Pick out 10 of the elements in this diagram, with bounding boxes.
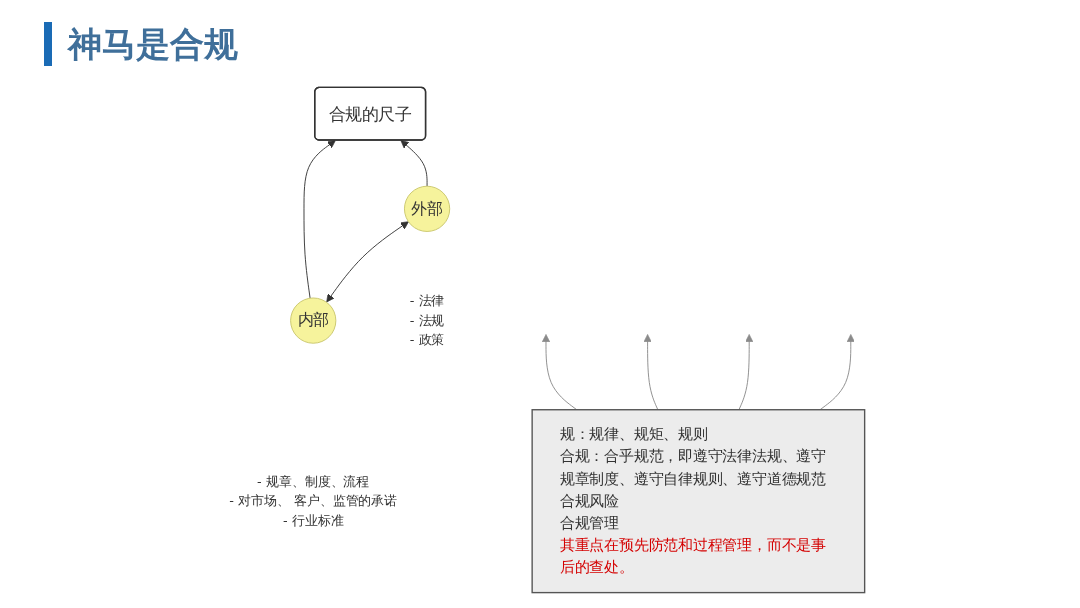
node-label: - 法律	[409, 293, 445, 309]
slide-title: 神马是合规	[44, 22, 238, 66]
node-box: 规：规律、规矩、规则 合规：合乎规范，即遵守法律法规、遵守规章制度、遵守自律规则、遵守道德规范 合规风险 合规管理 其重点在预先防范和过程管理，而不是事后的查处。	[531, 409, 866, 594]
node-circle: 外部	[404, 185, 451, 232]
node-circle: 内部	[290, 297, 337, 344]
node-label: - 法规	[409, 312, 445, 328]
node-label: - 行业标准	[282, 512, 344, 528]
node-label: - 政策	[409, 332, 445, 347]
node-label: - 对市场、 客户、监管的承诺	[229, 493, 398, 509]
node-label: - 规章、制度、流程	[257, 473, 370, 489]
